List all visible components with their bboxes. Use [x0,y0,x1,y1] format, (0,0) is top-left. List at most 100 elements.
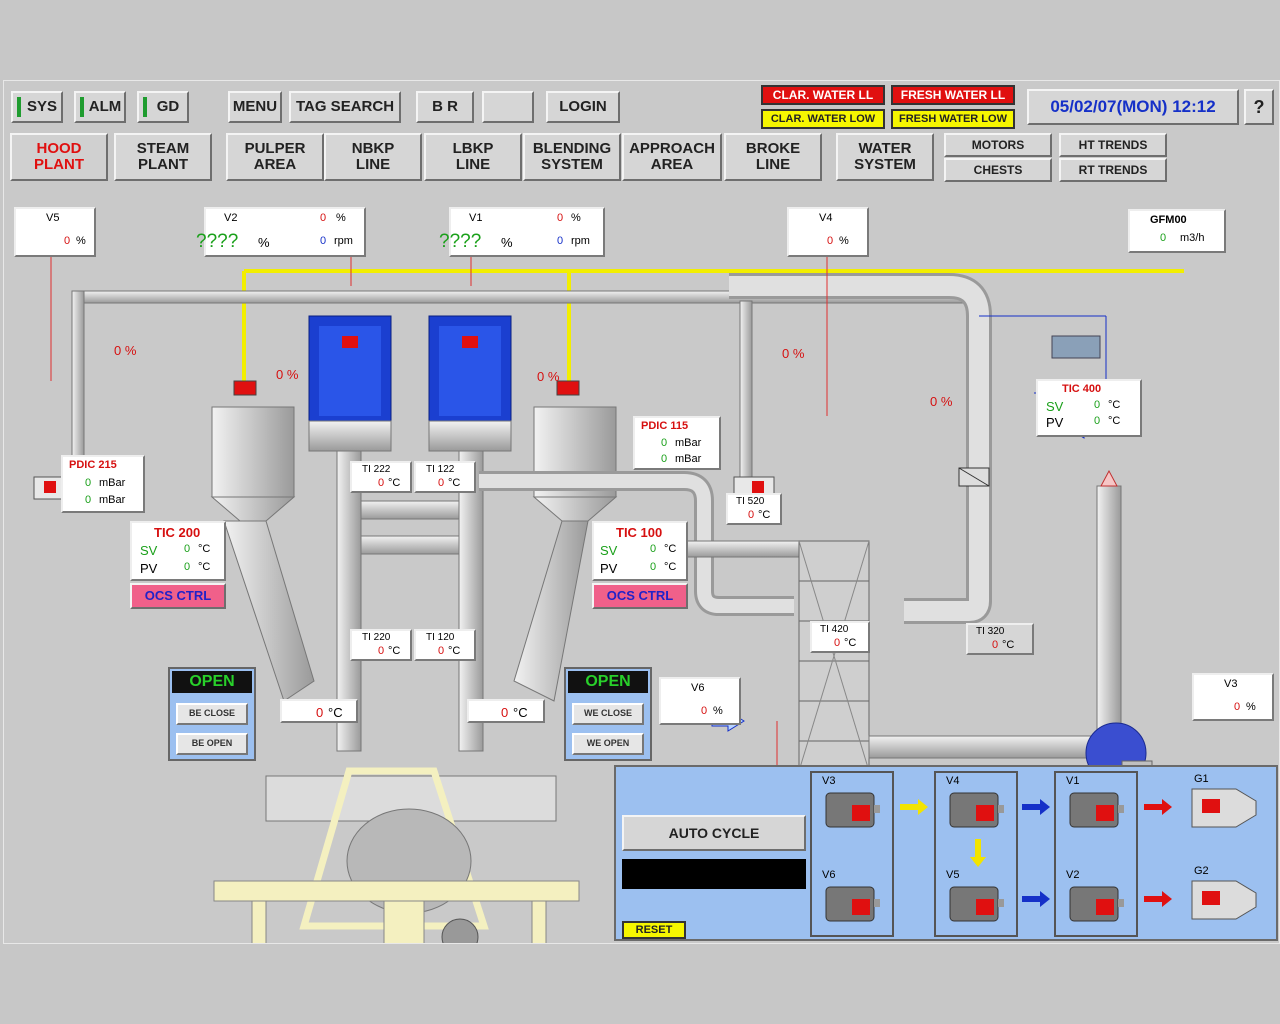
tic200-sv-label: SV [140,543,158,558]
tic100-box[interactable]: TIC 100 SV 0 °C PV 0 °C [592,521,688,581]
hood-g2-icon[interactable] [1190,877,1260,923]
tic200-box[interactable]: TIC 200 SV 0 °C PV 0 °C [130,521,226,581]
seq-v1-motor-icon[interactable] [1066,789,1126,831]
v1-q: ???? [439,231,482,252]
clar-water-low-alarm[interactable]: CLAR. WATER LOW [761,109,885,129]
rt-trends-button[interactable]: RT TRENDS [1059,158,1167,182]
ti420-box[interactable]: TI 420 0 °C [810,621,870,653]
blank-button[interactable] [482,91,534,123]
ti120-unit: °C [448,645,461,657]
gfm00-box[interactable]: GFM00 0 m3/h [1128,209,1226,253]
datetime-display: 05/02/07(MON) 12:12 [1027,89,1239,125]
v3-unit: % [1246,701,1256,713]
v6-box[interactable]: V6 0 % [659,677,741,725]
v5-value: 0 [64,235,71,247]
seq-v3-motor-icon[interactable] [822,789,882,831]
v2-rpm: 0 [320,235,327,247]
v4-box[interactable]: V4 0 % [787,207,869,257]
scada-screen: SYS ALM GD MENU TAG SEARCH B R LOGIN CLA… [3,80,1280,944]
pdic215-box[interactable]: PDIC 215 0 mBar 0 mBar [61,455,145,513]
v5-box[interactable]: V5 0 % [14,207,96,257]
seq-v6-label: V6 [822,869,836,881]
v2-box[interactable]: V2 0 % ???? % 0 rpm [196,207,366,257]
ti220-box[interactable]: TI 220 0 °C [350,629,412,661]
motors-label: MOTORS [971,138,1025,152]
v4-unit: % [839,235,849,247]
ti520-value: 0 [748,509,755,521]
tic400-box[interactable]: TIC 400 SV 0 °C PV 0 °C [1036,379,1142,437]
ht-trends-button[interactable]: HT TRENDS [1059,133,1167,157]
login-button[interactable]: LOGIN [546,91,620,123]
seq-v4-motor-icon[interactable] [946,789,1006,831]
ti222-box[interactable]: TI 222 0 °C [350,461,412,493]
alm-label: ALM [88,98,122,115]
be-close-button[interactable]: BE CLOSE [176,703,248,725]
clar-water-ll-alarm[interactable]: CLAR. WATER LL [761,85,885,105]
tic400-sv-label: SV [1046,399,1064,414]
exhaust-duct-fill [729,276,989,621]
right-hood-duct [513,520,589,702]
ti320-box[interactable]: TI 320 0 °C [966,623,1034,655]
ti122-unit: °C [448,477,461,489]
seq-v5-label: V5 [946,869,960,881]
nav-pulper-line2: AREA [253,156,297,173]
seq-v5-motor-icon[interactable] [946,883,1006,925]
gd-status-button[interactable]: GD [137,91,189,123]
gfm-name: GFM00 [1150,214,1187,226]
v1-box[interactable]: V1 0 % ???? % 0 rpm [439,207,605,257]
menu-button[interactable]: MENU [228,91,282,123]
v2-name: V2 [224,212,238,224]
help-button[interactable]: ? [1244,89,1274,125]
fresh-water-ll-alarm[interactable]: FRESH WATER LL [891,85,1015,105]
hood-g1-icon[interactable] [1190,785,1260,831]
chests-button[interactable]: CHESTS [944,158,1052,182]
sys-label: SYS [26,98,57,115]
ti320-value: 0 [992,639,999,651]
tic200-pv: 0 [184,561,191,573]
ti520-box[interactable]: TI 520 0 °C [726,493,782,525]
v3-name: V3 [1224,678,1238,690]
pdic115-box[interactable]: PDIC 115 0 mBar 0 mBar [633,416,721,470]
be-open-button[interactable]: BE OPEN [176,733,248,755]
fresh-water-low-alarm[interactable]: FRESH WATER LOW [891,109,1015,129]
reset-button[interactable]: RESET [622,921,686,939]
br-label: B R [432,98,458,115]
nav-hood-line1: HOOD [36,140,82,157]
ti120-box[interactable]: TI 120 0 °C [414,629,476,661]
ti122-box[interactable]: TI 122 0 °C [414,461,476,493]
v4-value: 0 [827,235,834,247]
we-open-button[interactable]: WE OPEN [572,733,644,755]
hood-left-temp-value: 0 [316,705,324,720]
br-button[interactable]: B R [416,91,474,123]
auto-cycle-label: AUTO CYCLE [668,825,760,841]
pdic215-v1: 0 [85,477,92,489]
tag-search-button[interactable]: TAG SEARCH [289,91,401,123]
seq-g1-label: G1 [1194,773,1209,785]
gfm-value: 0 [1160,232,1167,244]
auto-cycle-button[interactable]: AUTO CYCLE [622,815,806,851]
tic200-ocs-ctrl-button[interactable]: OCS CTRL [130,583,226,609]
seq-v6-motor-icon[interactable] [822,883,882,925]
tic200-pv-label: PV [140,561,158,576]
nav-blending-line2: SYSTEM [541,156,603,173]
alm-status-button[interactable]: ALM [74,91,126,123]
v3-box[interactable]: V3 0 % [1192,673,1274,721]
right-hood-control-panel: OPEN WE CLOSE WE OPEN [564,667,652,761]
we-close-button[interactable]: WE CLOSE [572,703,644,725]
motor-group-1: V3 V6 [810,771,894,937]
seq-v2-motor-icon[interactable] [1066,883,1126,925]
motors-button[interactable]: MOTORS [944,133,1052,157]
sys-status-button[interactable]: SYS [11,91,63,123]
tic100-ocs-ctrl-button[interactable]: OCS CTRL [592,583,688,609]
reel-roll [441,918,479,943]
sys-status-light [17,97,21,117]
